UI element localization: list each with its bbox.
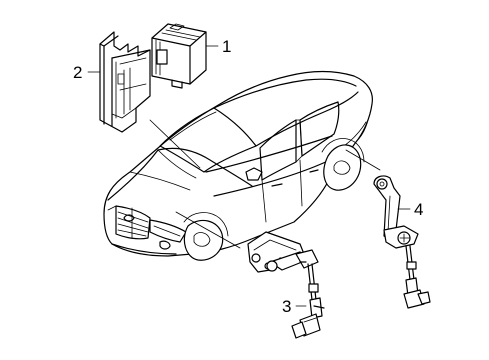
car-body xyxy=(103,70,373,261)
callout-labels: 1 2 3 4 xyxy=(73,37,423,316)
part-3-front-level-sensor xyxy=(247,231,325,339)
pointer-line-rear-sensor xyxy=(345,149,381,171)
callout-1: 1 xyxy=(222,37,231,56)
pointer-line-front-sensor xyxy=(175,211,241,249)
part-2-module-bracket xyxy=(99,31,151,133)
callout-3: 3 xyxy=(282,297,291,316)
part-4-rear-level-sensor xyxy=(373,175,431,309)
callout-4: 4 xyxy=(414,200,423,219)
callout-2: 2 xyxy=(73,63,82,82)
pointer-line-modules xyxy=(149,119,201,169)
part-1-control-module xyxy=(151,23,207,89)
leader-lines xyxy=(87,45,411,307)
